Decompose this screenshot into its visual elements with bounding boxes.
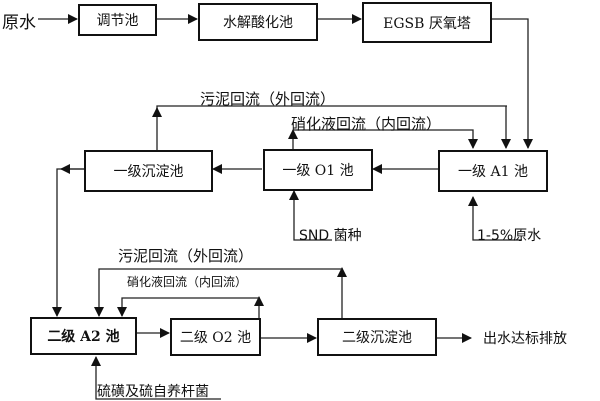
o2-label: 二级 O2 池 — [179, 330, 252, 346]
arrow-snd-seed — [289, 190, 332, 241]
o1-tank: 一级 O1 池 — [263, 149, 373, 191]
raw-water-label: 原水 — [2, 13, 36, 33]
nitrate-recycle-2-label: 硝化液回流（内回流） — [127, 275, 248, 289]
partial-raw-water-label: 1-5%原水 — [477, 228, 542, 244]
sludge-recycle-1-label: 污泥回流（外回流） — [200, 90, 336, 108]
arrow-sulfur-bacteria — [91, 356, 221, 400]
egsb-label: EGSB 厌氧塔 — [383, 15, 471, 32]
sludge-recycle-2-label: 污泥回流（外回流） — [118, 247, 254, 265]
a2-tank: 二级 A2 池 — [30, 317, 137, 355]
hydrolysis-label: 水解酸化池 — [223, 15, 293, 31]
regulating-tank-label: 调节池 — [96, 13, 139, 29]
snd-seed-label: SND 菌种 — [299, 228, 362, 244]
primary-settling-tank: 一级沉淀池 — [84, 150, 213, 192]
arrow-settling-to-a2 — [52, 168, 84, 317]
regulating-tank: 调节池 — [78, 4, 157, 36]
primary-settling-label: 一级沉淀池 — [113, 164, 184, 180]
secondary-settling-tank: 二级沉淀池 — [317, 318, 437, 356]
hydrolysis-acidification-tank: 水解酸化池 — [198, 3, 318, 41]
egsb-reactor: EGSB 厌氧塔 — [362, 2, 492, 43]
o2-tank: 二级 O2 池 — [170, 318, 261, 356]
sulfur-bacteria-label: 硫磺及硫自养杆菌 — [97, 384, 209, 400]
secondary-settling-label: 二级沉淀池 — [342, 330, 412, 346]
a1-label: 一级 A1 池 — [458, 164, 528, 180]
a1-tank: 一级 A1 池 — [438, 150, 548, 192]
nitrate-recycle-1-label: 硝化液回流（内回流） — [291, 115, 442, 133]
arrow-egsb-to-a1 — [492, 18, 533, 149]
effluent-label: 出水达标排放 — [483, 331, 567, 347]
a2-label: 二级 A2 池 — [47, 329, 120, 345]
o1-label: 一级 O1 池 — [282, 163, 354, 179]
arrow-partial-raw — [468, 196, 522, 241]
